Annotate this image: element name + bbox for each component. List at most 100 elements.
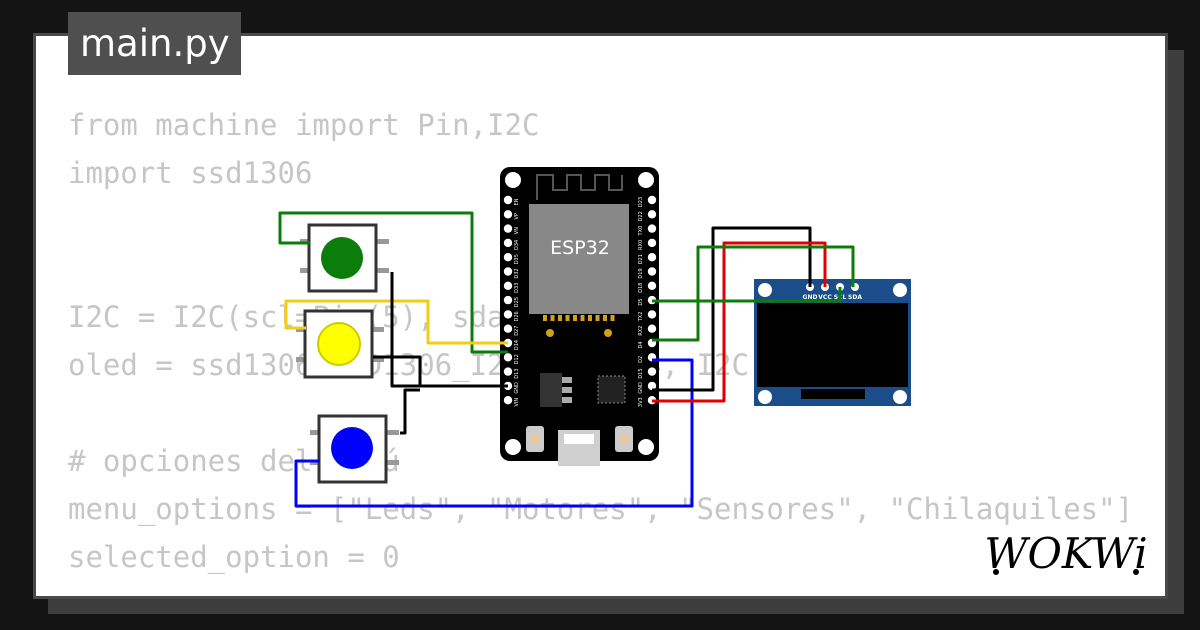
wire-oled-vcc[interactable] <box>652 241 827 403</box>
wire-black-blue-gnd[interactable] <box>400 388 420 435</box>
esp32-pin-label: EN <box>514 198 520 205</box>
chip-pad <box>573 315 577 321</box>
esp32-pin-label: VN <box>514 227 520 234</box>
esp32-pin-label: D25 <box>514 297 520 307</box>
wire-blue-button[interactable] <box>294 358 694 508</box>
pushbutton-green[interactable] <box>300 223 389 293</box>
esp32-pin-label: D21 <box>638 254 644 264</box>
code-line: import ssd1306 <box>68 156 313 190</box>
esp32-pin-vin[interactable] <box>503 396 513 405</box>
esp32-pin-label: GND <box>638 382 644 394</box>
esp32-pin-d26[interactable] <box>503 310 513 319</box>
esp32-pin-d13[interactable] <box>503 367 513 376</box>
wire-oled-scl[interactable] <box>652 287 842 303</box>
esp32-pin-en[interactable] <box>503 195 513 205</box>
code-line: from machine import Pin,I2C <box>68 108 540 142</box>
esp32-pin-d18[interactable] <box>647 281 657 290</box>
wire-black-green-gnd[interactable] <box>390 272 508 388</box>
esp32-pin-d15[interactable] <box>647 367 657 376</box>
esp32-pin-label: GND <box>514 382 520 394</box>
esp32-pin-vp[interactable] <box>503 210 513 219</box>
esp32-pin-label: D4 <box>638 341 644 348</box>
esp32-pin-label: D26 <box>514 311 520 321</box>
svg-text:WOKWi: WOKWi <box>984 529 1147 578</box>
code-line: menu_options = ["Leds", "Motores", "Sens… <box>68 492 1134 526</box>
wire-yellow-button[interactable] <box>284 299 508 345</box>
chip-pad <box>610 315 615 321</box>
file-tab[interactable]: main.py <box>68 12 241 75</box>
esp32-pin-rx2[interactable] <box>647 324 657 333</box>
oled-display[interactable]: GND VCC SCL SDA <box>754 279 911 406</box>
esp32-pin-label: RX2 <box>638 326 644 336</box>
chip-pad <box>565 315 570 321</box>
esp32-pin-label: D12 <box>514 354 520 364</box>
esp32-pin-label: TX0 <box>638 226 644 237</box>
yellow-button-cap[interactable] <box>317 322 361 366</box>
esp32-pin-label: D35 <box>514 254 520 264</box>
esp32-pin-label: RX0 <box>638 240 644 250</box>
esp32-pin-d35[interactable] <box>503 253 513 262</box>
esp32-pin-label: D33 <box>514 283 520 293</box>
esp32-pin-label: D15 <box>638 368 644 378</box>
mounting-pad <box>546 329 554 337</box>
esp32-pin-d27[interactable] <box>503 324 513 333</box>
chip-pad <box>588 315 592 321</box>
code-preview: from machine import Pin,I2C import ssd130… <box>68 101 1136 581</box>
esp32-pin-label: D32 <box>514 268 520 278</box>
green-button-cap[interactable] <box>321 237 363 279</box>
esp32-pin-d23[interactable] <box>647 195 657 205</box>
esp32-pin-d25[interactable] <box>503 295 513 305</box>
esp32-pin-label: D23 <box>638 197 644 207</box>
esp32-pin-gnd[interactable] <box>647 381 657 391</box>
wire-black-yellow-gnd[interactable] <box>373 355 422 386</box>
esp32-pin-d19[interactable] <box>647 267 657 276</box>
esp32-pin-rx0[interactable] <box>647 238 657 248</box>
esp32-pin-d21[interactable] <box>647 253 657 262</box>
chip-pad <box>543 315 547 321</box>
wire-oled-sda[interactable] <box>652 245 855 342</box>
esp32-pin-d33[interactable] <box>503 281 513 290</box>
chip-pad <box>603 315 607 321</box>
esp32-pin-label: VP <box>514 213 520 219</box>
esp32-pin-vn[interactable] <box>503 224 513 233</box>
esp32-pin-d34[interactable] <box>503 238 513 248</box>
esp32-pin-label: D5 <box>638 299 644 306</box>
chip-pad <box>550 315 555 321</box>
usb-chip <box>597 375 626 404</box>
esp32-pin-label: D19 <box>638 268 644 278</box>
esp32-pin-label: D34 <box>514 240 520 250</box>
esp32-pin-label: D14 <box>514 340 520 350</box>
esp32-pin-label: D18 <box>638 283 644 293</box>
esp32-chip-label: ESP32 <box>550 237 610 259</box>
chip-pad <box>580 315 585 321</box>
esp32-pin-label: D2 <box>638 356 644 363</box>
voltage-regulator <box>540 373 562 407</box>
esp32-pin-d32[interactable] <box>503 267 513 276</box>
esp32-pin-label: TX2 <box>638 312 644 323</box>
esp32-pin-label: D13 <box>514 368 520 378</box>
pushbutton-yellow[interactable] <box>296 309 384 379</box>
blue-button-cap[interactable] <box>331 427 373 469</box>
mounting-pad <box>604 329 612 337</box>
oled-screen <box>757 303 908 387</box>
code-line: selected_option = 0 <box>68 540 400 574</box>
wokwi-logo: WOKWi <box>984 529 1147 578</box>
esp32-pin-tx2[interactable] <box>647 310 657 319</box>
esp32-pin-label: D22 <box>638 211 644 221</box>
pushbutton-blue[interactable] <box>310 414 399 484</box>
esp32-pin-tx0[interactable] <box>647 224 657 233</box>
esp32-board[interactable]: ESP32 ENVPVND34D35D32D33D25D26D27D14D12D… <box>500 167 659 466</box>
esp32-pin-label: D27 <box>514 326 520 336</box>
oled-pin-vcc: VCC <box>818 294 832 301</box>
chip-pad <box>558 315 562 321</box>
chip-pad <box>595 315 600 321</box>
wire-green-button[interactable] <box>278 211 508 354</box>
oled-pin-sda: SDA <box>848 294 862 301</box>
esp32-pin-label: VIN <box>514 398 520 407</box>
esp32-pin-d22[interactable] <box>647 210 657 219</box>
oled-pin-gnd: GND <box>803 294 818 301</box>
esp32-pin-d12[interactable] <box>503 353 513 362</box>
esp32-chip <box>529 204 629 314</box>
esp32-pin-label: 3V3 <box>638 397 644 407</box>
